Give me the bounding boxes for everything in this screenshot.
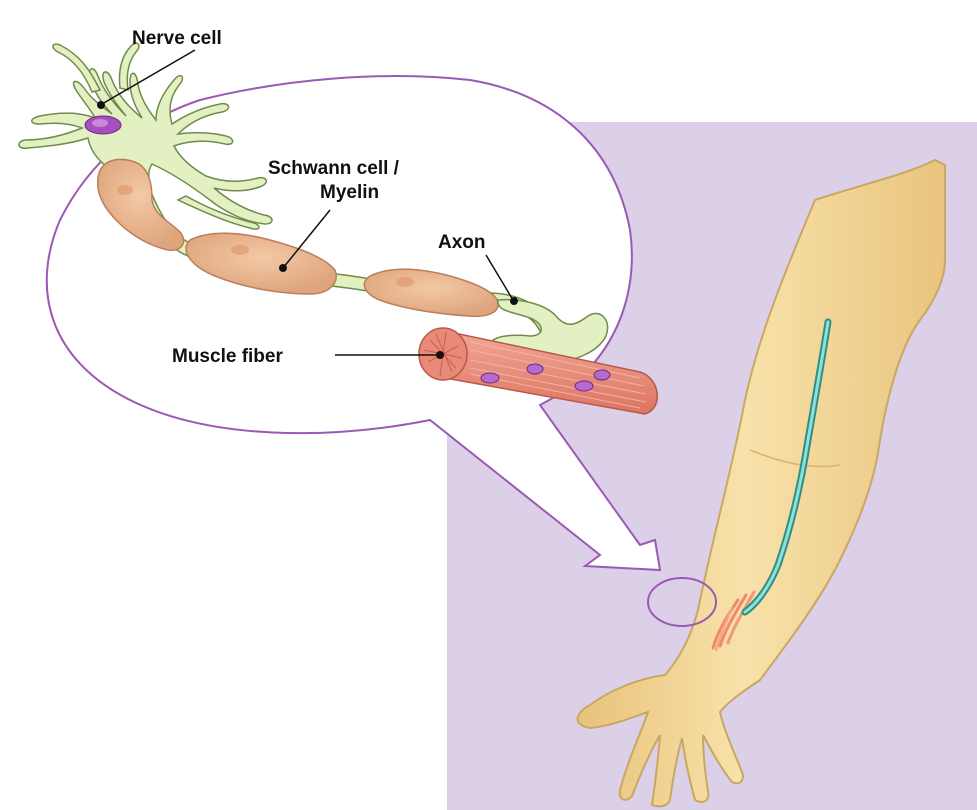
nerve-cell-label: Nerve cell xyxy=(132,28,222,49)
schwann-cell-label: Schwann cell / xyxy=(268,158,400,179)
axon-label: Axon xyxy=(438,232,486,253)
myelin-label: Myelin xyxy=(320,182,379,203)
muscle-fiber-label: Muscle fiber xyxy=(172,346,283,367)
